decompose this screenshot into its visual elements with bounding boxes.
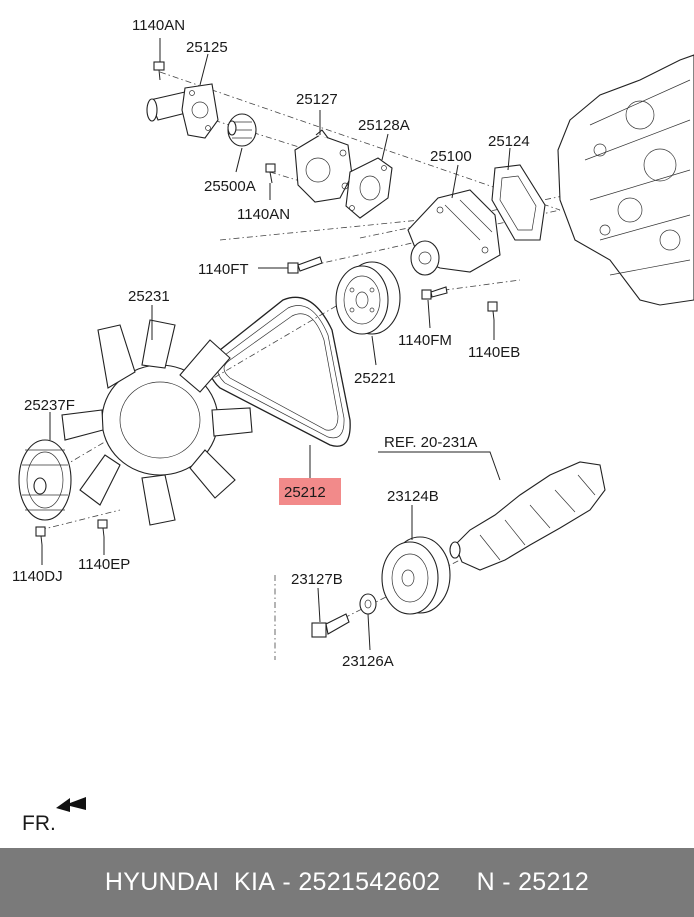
label-23124b: 23124B [387,488,439,505]
bolt-1140an-mid-part [265,163,276,184]
label-1140ft: 1140FT [198,261,249,278]
footer-gap [440,868,476,897]
label-25124: 25124 [488,133,530,150]
front-label: FR. [22,812,56,835]
label-23127b: 23127B [291,571,343,588]
fan-clutch-part [18,439,72,521]
pulley-bolt-part [311,613,350,638]
bolt-1140ft-part [287,256,323,274]
footer-n-label: N [476,868,495,896]
crankshaft-pulley-part [381,536,451,615]
engine-block-part [557,54,694,306]
washer-part [359,593,377,615]
label-leader-lines [41,38,511,651]
highlight-box [279,478,341,505]
thermostat-housing-part [294,129,353,203]
label-25221: 25221 [354,370,396,387]
cooling-fan-part [61,319,253,526]
label-1140eb: 1140EB [468,344,520,361]
label-1140fm: 1140FM [398,332,452,349]
footer-n-value: 25212 [518,868,590,896]
label-1140an-mid: 1140AN [237,206,290,223]
water-outlet-fitting-part [146,83,219,139]
thermostat-part [227,113,257,147]
crankshaft-part [449,461,606,571]
bolt-1140an-top-part [153,61,165,81]
label-25231: 25231 [128,288,170,305]
label-1140ep: 1140EP [78,556,130,573]
label-25212: 25212 [284,484,326,501]
label-ref-20-231a: REF. 20-231A [384,434,477,451]
footer-separator-2: - [494,868,519,896]
footer-separator: - [275,868,299,896]
label-1140dj: 1140DJ [12,568,63,585]
label-25237f: 25237F [24,397,75,414]
water-pump-pulley-part [335,261,401,335]
footer-brand: HYUNDAI KIA [104,868,276,896]
bolt-1140fm-part [421,286,448,300]
label-25500a: 25500A [204,178,256,195]
front-arrow-icon [56,797,86,812]
label-25100: 25100 [430,148,472,165]
footer-oem-number: 2521542602 [298,868,441,896]
part-labels: 1140AN 25125 25127 25128A 25500A 1140AN … [12,17,530,670]
exploded-parts-diagram: 1140AN 25125 25127 25128A 25500A 1140AN … [12,17,694,835]
label-1140an-top: 1140AN [132,17,185,34]
label-25125: 25125 [186,39,228,56]
bolt-1140ep-part [97,519,108,538]
label-25127: 25127 [296,91,338,108]
front-orientation-indicator: FR. [22,797,86,835]
gasket-25124-part [491,164,546,241]
gasket-25128a-part [345,157,393,219]
label-23126a: 23126A [342,653,394,670]
label-25128a: 25128A [358,117,410,134]
footer-bar: HYUNDAI KIA - 2521542602 N - 25212 [0,848,694,917]
bolt-1140dj-part [35,526,46,546]
water-pump-part [407,189,501,276]
bolt-1140eb-part [487,301,498,321]
